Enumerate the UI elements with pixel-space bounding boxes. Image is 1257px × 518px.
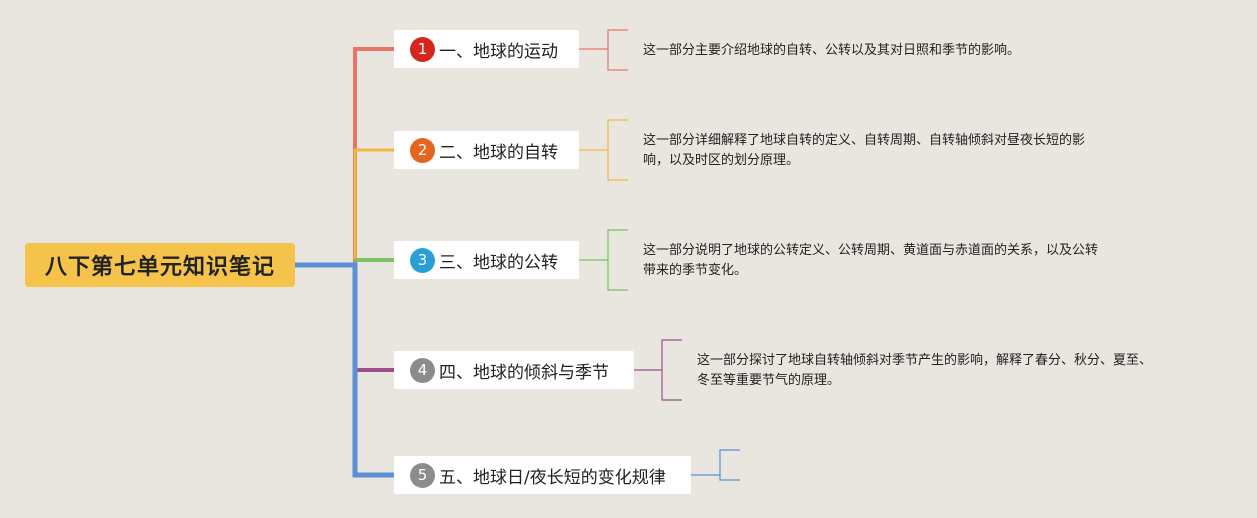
- topic-label: 一、地球的运动: [439, 41, 558, 62]
- topic-earth-revolution[interactable]: 3 三、地球的公转: [394, 241, 579, 279]
- detail-earth-revolution[interactable]: 这一部分说明了地球的公转定义、公转周期、黄道面与赤道面的关系，以及公转 带来的季…: [643, 241, 1098, 281]
- detail-line: 这一部分说明了地球的公转定义、公转周期、黄道面与赤道面的关系，以及公转: [643, 243, 1099, 258]
- detail-line: 这一部分主要介绍地球的自转、公转以及其对日照和季节的影响。: [643, 43, 1021, 58]
- bracket-4: [634, 339, 682, 401]
- detail-line: 响，以及时区的划分原理。: [643, 153, 800, 168]
- bracket-3: [579, 229, 628, 291]
- number-4-icon: 4: [410, 357, 435, 383]
- detail-earth-rotation[interactable]: 这一部分详细解释了地球自转的定义、自转周期、自转轴倾斜对昼夜长短的影 响，以及时…: [643, 131, 1085, 171]
- topic-earth-rotation[interactable]: 2 二、地球的自转: [394, 131, 579, 169]
- number-2-icon: 2: [410, 137, 435, 163]
- topic-label: 二、地球的自转: [439, 142, 558, 163]
- detail-earth-motion[interactable]: 这一部分主要介绍地球的自转、公转以及其对日照和季节的影响。: [643, 41, 1020, 61]
- root-topic[interactable]: 八下第七单元知识笔记: [25, 243, 295, 287]
- bracket-1: [579, 29, 628, 71]
- topic-label: 五、地球日/夜长短的变化规律: [439, 467, 666, 488]
- topic-label: 四、地球的倾斜与季节: [439, 362, 609, 383]
- topic-earth-motion[interactable]: 1 一、地球的运动: [394, 30, 579, 68]
- topic-day-night-length[interactable]: 5 五、地球日/夜长短的变化规律: [394, 456, 691, 494]
- bracket-5: [691, 449, 740, 481]
- detail-tilt-seasons[interactable]: 这一部分探讨了地球自转轴倾斜对季节产生的影响，解释了春分、秋分、夏至、 冬至等重…: [697, 351, 1152, 391]
- topic-tilt-seasons[interactable]: 4 四、地球的倾斜与季节: [394, 351, 634, 389]
- number-3-icon: 3: [410, 247, 435, 273]
- detail-line: 这一部分探讨了地球自转轴倾斜对季节产生的影响，解释了春分、秋分、夏至、: [697, 353, 1153, 368]
- bracket-2: [579, 119, 628, 181]
- number-5-icon: 5: [410, 462, 435, 488]
- connector-branch-2: [353, 148, 394, 259]
- number-1-icon: 1: [410, 36, 435, 62]
- detail-line: 冬至等重要节气的原理。: [697, 373, 841, 388]
- detail-line: 带来的季节变化。: [643, 263, 748, 278]
- connector-branch-5: [295, 262, 394, 478]
- connector-branch-1: [353, 47, 394, 265]
- topic-label: 三、地球的公转: [439, 252, 558, 273]
- detail-line: 这一部分详细解释了地球自转的定义、自转周期、自转轴倾斜对昼夜长短的影: [643, 133, 1086, 148]
